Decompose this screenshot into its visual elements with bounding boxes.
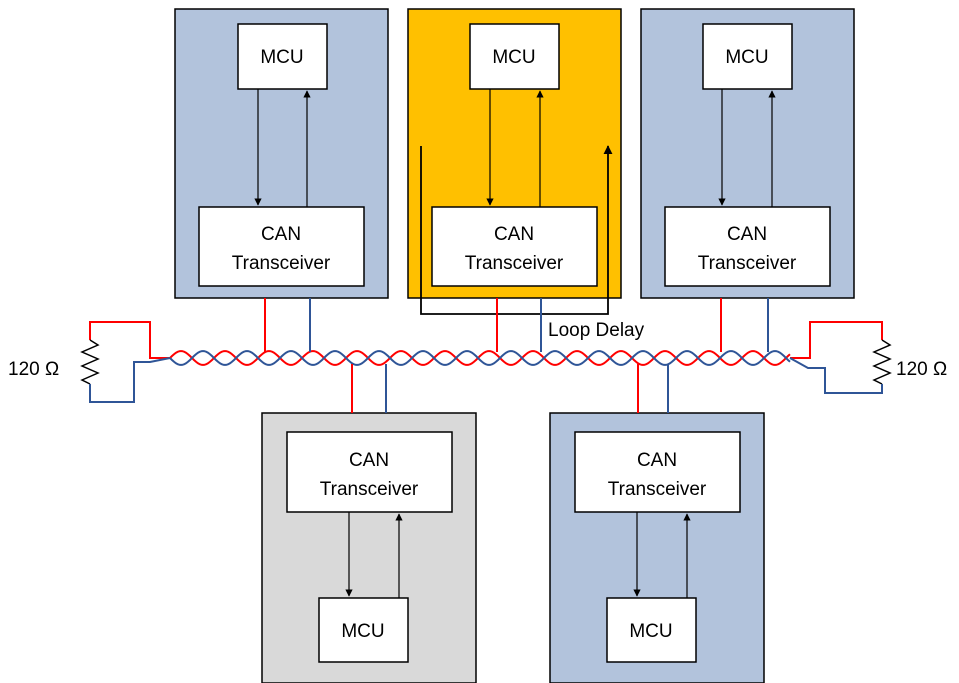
can-transceiver-box <box>286 431 453 513</box>
mcu-box <box>469 23 560 90</box>
termination-right-label: 120 Ω <box>896 359 947 380</box>
can-transceiver-label-line1: CAN <box>494 224 534 245</box>
can-transceiver-box <box>664 206 831 287</box>
termination-right: 120 Ω <box>789 321 947 394</box>
mcu-label: MCU <box>629 621 672 642</box>
can-transceiver-label-line1: CAN <box>637 450 677 471</box>
can-low-wire <box>169 350 791 366</box>
can-transceiver-box <box>431 206 598 287</box>
can-transceiver-label-line2: Transceiver <box>698 253 797 274</box>
mcu-label: MCU <box>260 47 303 68</box>
can-transceiver-label-line2: Transceiver <box>465 253 564 274</box>
bus-stubs <box>264 298 769 413</box>
resistor-left-icon <box>80 339 100 385</box>
node-top-middle: MCU CAN Transceiver <box>407 8 622 315</box>
mcu-label: MCU <box>341 621 384 642</box>
node-bottom-left: CAN Transceiver MCU <box>261 412 477 683</box>
mcu-label: MCU <box>492 47 535 68</box>
loop-delay-path <box>420 145 613 315</box>
mcu-box <box>606 597 697 663</box>
termination-left: 120 Ω <box>8 321 171 403</box>
can-high-wire <box>169 350 791 366</box>
termination-left-label: 120 Ω <box>8 359 59 380</box>
node-bottom-right: CAN Transceiver MCU <box>549 412 765 683</box>
mcu-box <box>702 23 793 90</box>
can-transceiver-label-line2: Transceiver <box>232 253 331 274</box>
resistor-right-icon <box>872 339 892 385</box>
node-top-right: MCU CAN Transceiver <box>640 8 855 299</box>
can-transceiver-box <box>574 431 741 513</box>
node-top-left: MCU CAN Transceiver <box>174 8 389 299</box>
can-transceiver-box <box>198 206 365 287</box>
can-transceiver-label-line2: Transceiver <box>608 479 707 500</box>
can-transceiver-label-line1: CAN <box>349 450 389 471</box>
loop-delay-label: Loop Delay <box>548 320 645 341</box>
mcu-box <box>318 597 409 663</box>
can-transceiver-label-line1: CAN <box>261 224 301 245</box>
mcu-box <box>237 23 328 90</box>
can-transceiver-label-line2: Transceiver <box>320 479 419 500</box>
can-transceiver-label-line1: CAN <box>727 224 767 245</box>
mcu-label: MCU <box>725 47 768 68</box>
